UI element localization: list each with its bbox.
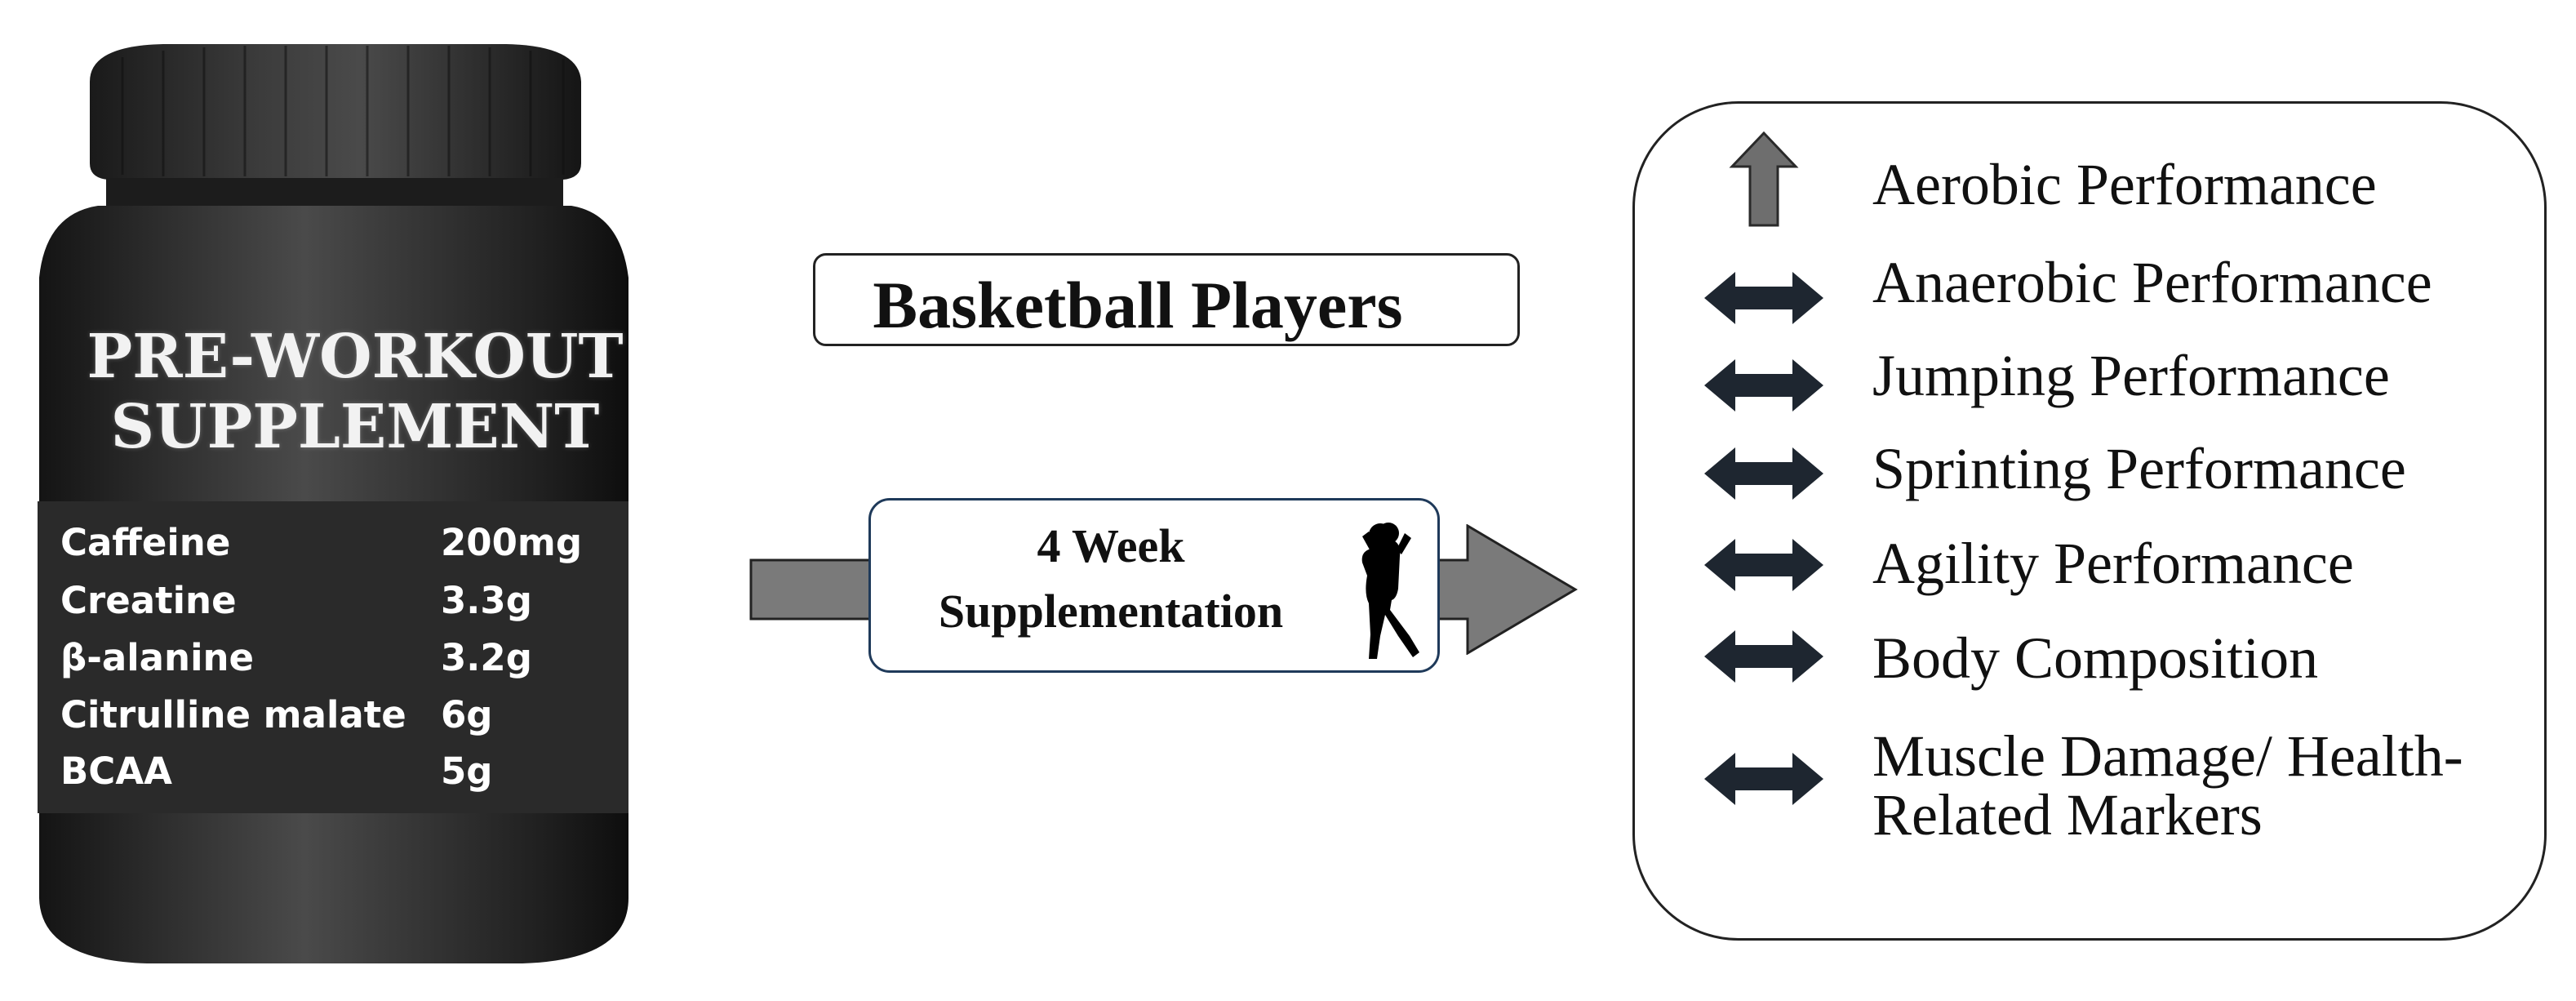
ingredient-dose: 3.2g bbox=[441, 636, 532, 679]
double-arrow-icon bbox=[1704, 359, 1823, 412]
outcome-label: Muscle Damage/ Health- bbox=[1872, 723, 2463, 789]
ingredient-dose: 200mg bbox=[441, 521, 583, 564]
double-arrow-icon bbox=[1704, 272, 1823, 324]
outcome-label: Body Composition bbox=[1872, 625, 2319, 691]
ingredient-row: Caffeine 200mg bbox=[60, 521, 624, 573]
ingredient-name: Caffeine bbox=[60, 521, 231, 564]
intervention-line2: Supplementation bbox=[938, 585, 1284, 638]
double-arrow-icon bbox=[1704, 447, 1823, 500]
intervention-line1: 4 Week bbox=[1037, 519, 1185, 572]
supplement-title-line2: SUPPLEMENT bbox=[110, 392, 600, 462]
outcome-label: Sprinting Performance bbox=[1872, 436, 2406, 501]
ingredient-row: β-alanine 3.2g bbox=[60, 636, 624, 688]
ingredient-table: Caffeine 200mg Creatine 3.3g β-alanine 3… bbox=[38, 505, 625, 815]
double-arrow-icon bbox=[1704, 753, 1823, 805]
supplement-title-line1: PRE-WORKOUT bbox=[87, 322, 624, 392]
supplement-jar-icon bbox=[38, 44, 628, 963]
ingredient-name: BCAA bbox=[60, 750, 172, 793]
double-arrow-icon bbox=[1704, 630, 1823, 683]
ingredient-row: Citrulline malate 6g bbox=[60, 693, 624, 745]
outcome-label: Jumping Performance bbox=[1872, 343, 2390, 408]
outcome-label-line2: Related Markers bbox=[1872, 782, 2263, 848]
outcome-label: Agility Performance bbox=[1872, 531, 2354, 596]
ingredient-name: Creatine bbox=[60, 579, 237, 622]
ingredient-dose: 6g bbox=[441, 693, 493, 736]
ingredient-name: Citrulline malate bbox=[60, 693, 406, 736]
ingredient-row: Creatine 3.3g bbox=[60, 579, 624, 631]
ingredient-dose: 5g bbox=[441, 750, 493, 793]
intervention-box: 4 Week Supplementation bbox=[868, 498, 1440, 673]
outcome-label: Anaerobic Performance bbox=[1872, 250, 2432, 315]
basketball-player-icon bbox=[1361, 523, 1419, 659]
ingredient-dose: 3.3g bbox=[441, 579, 532, 622]
up-arrow-icon bbox=[1729, 131, 1799, 227]
population-label: Basketball Players bbox=[873, 268, 1403, 342]
population-box: Basketball Players bbox=[813, 253, 1520, 346]
ingredient-name: β-alanine bbox=[60, 636, 255, 679]
double-arrow-icon bbox=[1704, 539, 1823, 591]
outcomes-box bbox=[1632, 101, 2547, 941]
ingredient-row: BCAA 5g bbox=[60, 750, 624, 802]
outcome-label: Aerobic Performance bbox=[1872, 152, 2377, 217]
